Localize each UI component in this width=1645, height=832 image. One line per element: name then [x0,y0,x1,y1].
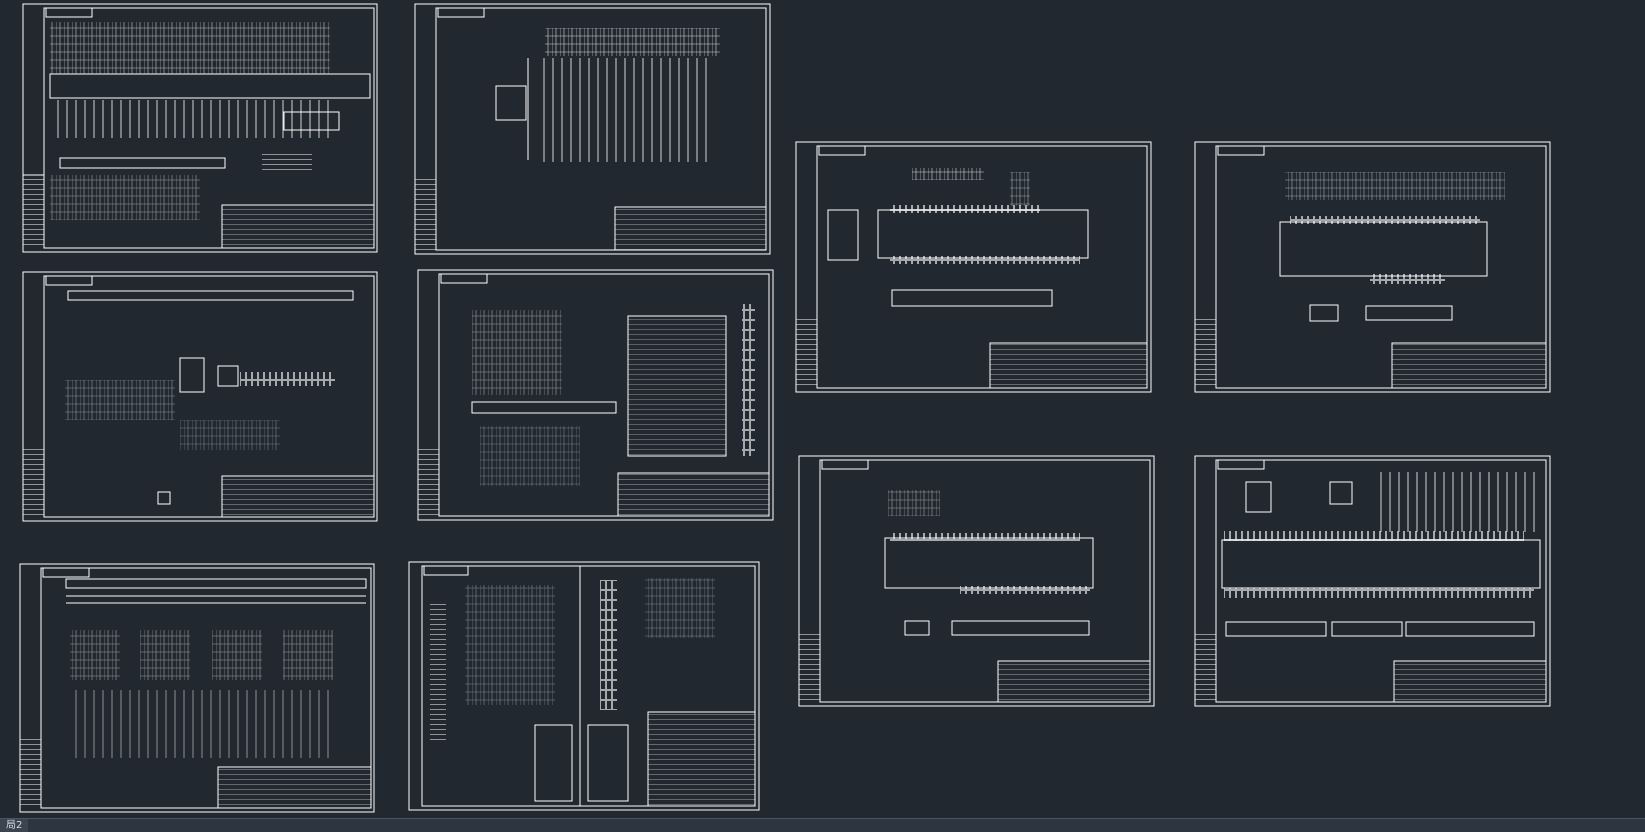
drawing-sheet-3[interactable] [795,141,1152,393]
layout-tab[interactable]: 局2 [0,819,29,832]
drawing-sheet-7[interactable] [798,455,1155,707]
drawing-sheet-5[interactable] [22,271,378,522]
drawing-sheet-1[interactable] [22,3,378,253]
drawing-sheet-4[interactable] [1194,141,1551,393]
drawing-sheet-2[interactable] [414,3,771,255]
drawing-sheet-6[interactable] [417,269,774,521]
drawing-sheet-8[interactable] [1194,455,1551,707]
status-bar: 局2 [0,818,1645,832]
drawing-sheet-9[interactable] [19,563,375,813]
drawing-sheet-10[interactable] [408,561,760,811]
